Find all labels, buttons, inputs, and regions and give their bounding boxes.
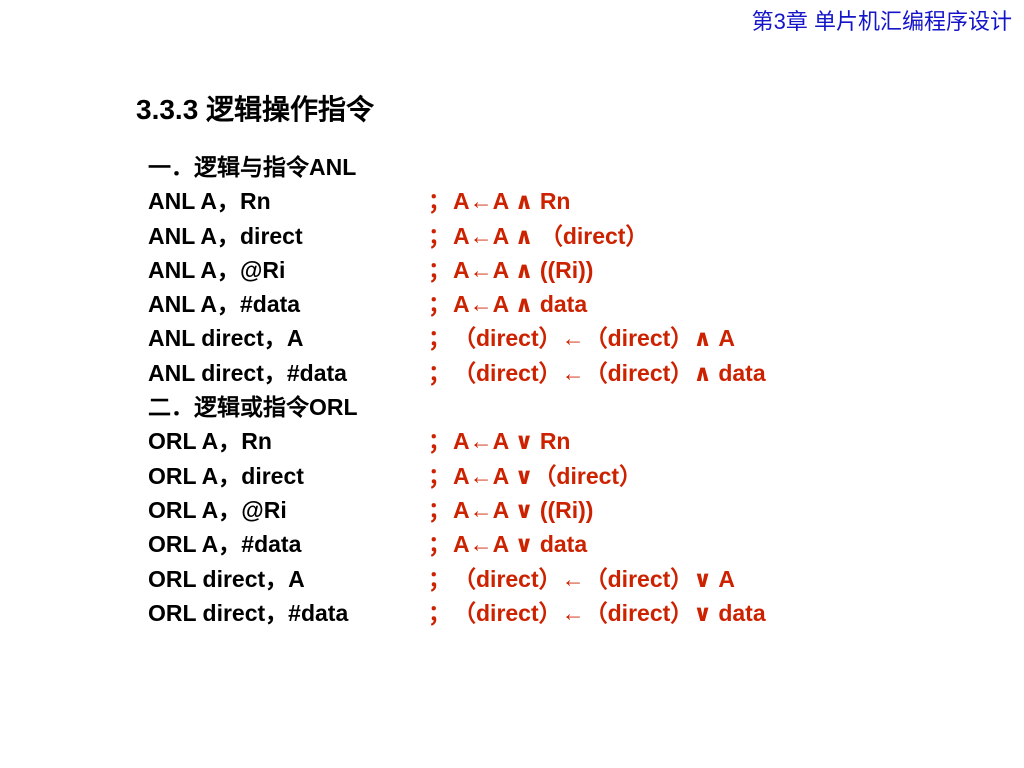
instruction-row: ANL A，Rn ； A←A ∧ Rn xyxy=(148,184,570,218)
instruction-effect: （direct）←（direct）∧ A xyxy=(453,325,735,352)
and-section-heading: 一．逻辑与指令ANL xyxy=(148,154,357,180)
instruction-code: ORL A，@Ri xyxy=(148,496,287,523)
instruction-row: ANL direct，A ； （direct）←（direct）∧ A xyxy=(148,321,735,355)
comment-separator: ； xyxy=(428,188,451,215)
instruction-effect: A←A ∨（direct） xyxy=(453,462,643,489)
instruction-effect: A←A ∧ ((Ri)) xyxy=(453,256,594,283)
orl-section-heading: 二．逻辑或指令ORL xyxy=(148,394,358,421)
comment-separator: ； xyxy=(428,359,451,386)
instruction-effect: （direct）←（direct）∨ A xyxy=(453,565,735,592)
instruction-row: ORL A，direct ； A←A ∨（direct） xyxy=(148,459,642,493)
section-title: 3.3.3 逻辑操作指令 xyxy=(136,94,375,125)
comment-separator: ； xyxy=(428,599,451,626)
chapter-header: 第3章 单片机汇编程序设计 xyxy=(751,9,1012,34)
instruction-row: ANL A，direct ； A←A ∧ （direct） xyxy=(148,219,648,253)
instruction-code: ORL A，direct xyxy=(148,462,304,489)
instruction-effect: A←A ∨ ((Ri)) xyxy=(453,496,594,523)
instruction-row: ANL A，#data ； A←A ∧ data xyxy=(148,287,587,321)
instruction-code: ORL direct，#data xyxy=(148,599,349,626)
instruction-code: ORL direct，A xyxy=(148,565,305,592)
instruction-row: ORL A，@Ri ； A←A ∨ ((Ri)) xyxy=(148,493,593,527)
comment-separator: ； xyxy=(428,462,451,489)
instruction-row: ANL A，@Ri ； A←A ∧ ((Ri)) xyxy=(148,253,593,287)
instruction-effect: A←A ∨ data xyxy=(453,531,588,558)
instruction-effect: A←A ∧ （direct） xyxy=(453,222,649,249)
comment-separator: ； xyxy=(428,291,451,318)
comment-separator: ； xyxy=(428,565,451,592)
comment-separator: ； xyxy=(428,325,451,352)
instruction-row: ORL A，Rn ； A←A ∨ Rn xyxy=(148,424,570,458)
instruction-code: ANL A，direct xyxy=(148,222,303,249)
comment-separator: ； xyxy=(428,428,451,455)
instruction-row: ORL direct，#data ； （direct）←（direct）∨ da… xyxy=(148,596,766,630)
instruction-effect: A←A ∧ Rn xyxy=(453,188,571,215)
comment-separator: ； xyxy=(428,256,451,283)
instruction-code: ANL direct，#data xyxy=(148,359,347,386)
instruction-effect: （direct）←（direct）∨ data xyxy=(453,599,766,626)
comment-separator: ； xyxy=(428,496,451,523)
instruction-effect: （direct）←（direct）∧ data xyxy=(453,359,766,386)
instruction-code: ANL A，Rn xyxy=(148,188,271,215)
comment-separator: ； xyxy=(428,531,451,558)
instruction-code: ORL A，#data xyxy=(148,531,302,558)
instruction-row: ORL direct，A ； （direct）←（direct）∨ A xyxy=(148,562,735,596)
instruction-effect: A←A ∨ Rn xyxy=(453,428,571,455)
comment-separator: ； xyxy=(428,222,451,249)
instruction-row: ANL direct，#data ； （direct）←（direct）∧ da… xyxy=(148,356,766,390)
instruction-row: ORL A，#data ； A←A ∨ data xyxy=(148,527,587,561)
instruction-list: 一．逻辑与指令ANL ANL A，Rn ； A←A ∧ Rn ANL A，dir… xyxy=(148,150,766,630)
instruction-code: ANL A，@Ri xyxy=(148,256,286,283)
instruction-code: ANL A，#data xyxy=(148,291,301,318)
instruction-code: ANL direct，A xyxy=(148,325,304,352)
instruction-effect: A←A ∧ data xyxy=(453,291,588,318)
instruction-code: ORL A，Rn xyxy=(148,428,272,455)
